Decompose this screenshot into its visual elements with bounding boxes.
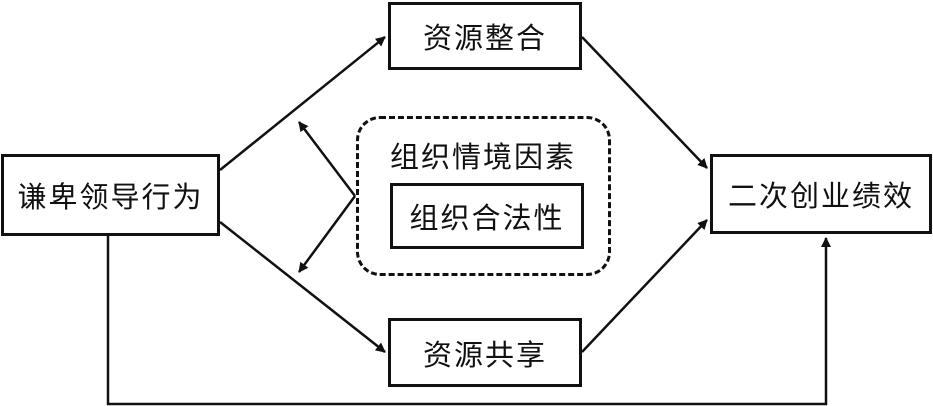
node-resource-integration-label: 资源整合 (422, 21, 547, 55)
node-humble-leadership: 谦卑领导行为 (1, 154, 220, 236)
node-org-legitimacy: 组织合法性 (390, 183, 584, 249)
moderator-group-title: 组织情境因素 (390, 140, 577, 174)
node-resource-sharing: 资源共享 (388, 318, 582, 387)
arrow-moderator-to-integration-path (298, 121, 356, 197)
arrow-leadership-to-integration (219, 36, 386, 171)
node-second-venture-performance-label: 二次创业绩效 (727, 179, 914, 213)
arrow-leadership-to-sharing (219, 221, 386, 353)
node-resource-integration: 资源整合 (388, 2, 582, 70)
arrow-integration-to-performance (581, 36, 708, 169)
node-resource-sharing-label: 资源共享 (422, 337, 547, 372)
node-second-venture-performance: 二次创业绩效 (710, 154, 932, 234)
moderator-group (356, 116, 611, 276)
node-org-legitimacy-label: 组织合法性 (409, 201, 565, 235)
arrow-leadership-to-performance-direct (106, 234, 831, 406)
arrow-sharing-to-performance (581, 219, 708, 353)
arrow-moderator-to-sharing-path (297, 195, 357, 273)
node-humble-leadership-label: 谦卑领导行为 (17, 180, 204, 214)
